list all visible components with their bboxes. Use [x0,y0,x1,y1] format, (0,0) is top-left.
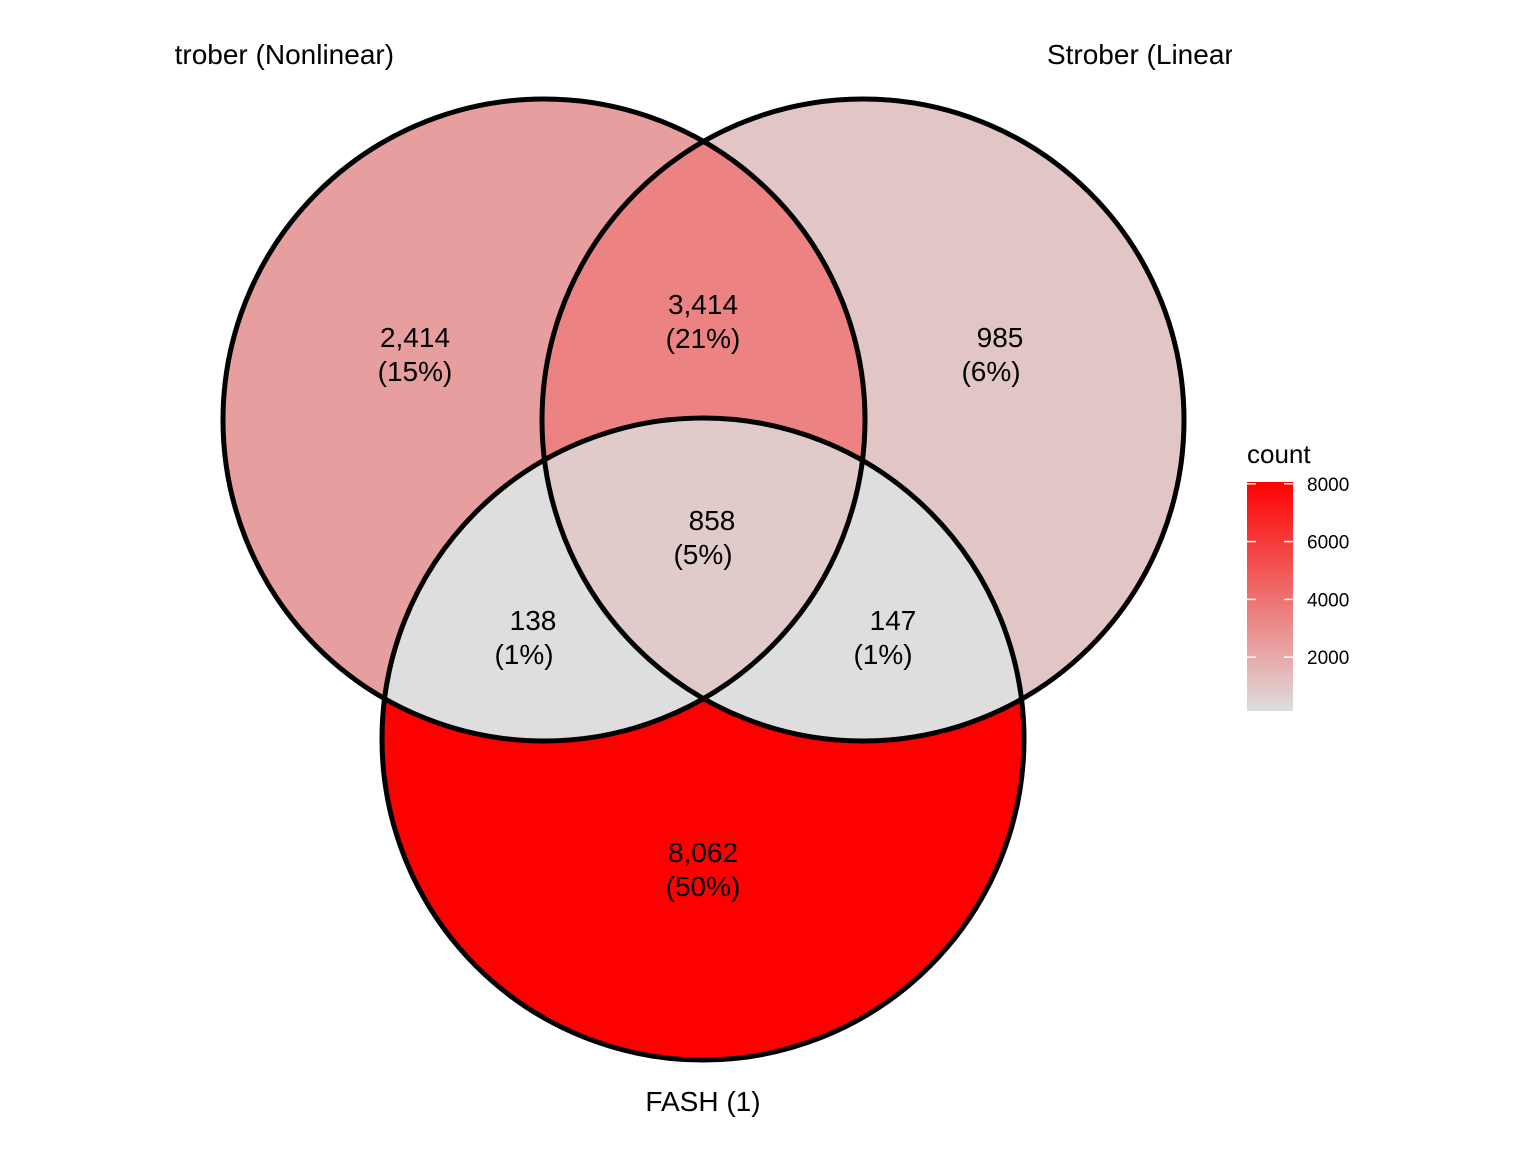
set-outline-b [539,96,1187,744]
legend-title: count [1247,439,1311,469]
region-percent: (1%) [853,639,912,670]
region-percent: (21%) [666,323,741,354]
legend-colorbar [1247,482,1293,711]
region-label-c-only: 8,062 (50%) [666,837,741,902]
region-count: 2,414 [380,322,450,353]
region-count: 138 [510,605,557,636]
region-count: 985 [977,322,1024,353]
region-count: 8,062 [668,837,738,868]
legend-tick-label: 2000 [1307,648,1349,669]
legend: count 2000 4000 6000 8000 [1247,439,1349,711]
region-label-b-only: 985 (6%) [961,322,1023,387]
legend-tick-label: 6000 [1307,533,1349,554]
region-percent: (50%) [666,871,741,902]
legend-tick-label: 4000 [1307,590,1349,611]
circle-outlines [220,96,1187,1063]
region-label-bc: 147 (1%) [853,605,916,670]
region-count: 858 [689,505,736,536]
region-label-ac: 138 (1%) [494,605,556,670]
region-label-a-only: 2,414 (15%) [378,322,453,387]
region-count: 147 [870,605,917,636]
region-label-ab: 3,414 (21%) [666,289,741,354]
region-percent: (5%) [673,539,732,570]
set-label-c: FASH (1) [645,1086,760,1117]
set-outline-c [379,415,1027,1063]
set-label-a: Strober (Nonlinear) [156,39,394,70]
set-label-b: Strober (Linear) [1047,39,1243,70]
legend-tick-label: 8000 [1307,475,1349,496]
region-percent: (15%) [378,356,453,387]
legend-ticks: 2000 4000 6000 8000 [1247,475,1349,669]
set-outline-a [220,96,868,744]
region-count: 3,414 [668,289,738,320]
region-percent: (6%) [961,356,1020,387]
region-percent: (1%) [494,639,553,670]
region-label-abc: 858 (5%) [673,505,735,570]
